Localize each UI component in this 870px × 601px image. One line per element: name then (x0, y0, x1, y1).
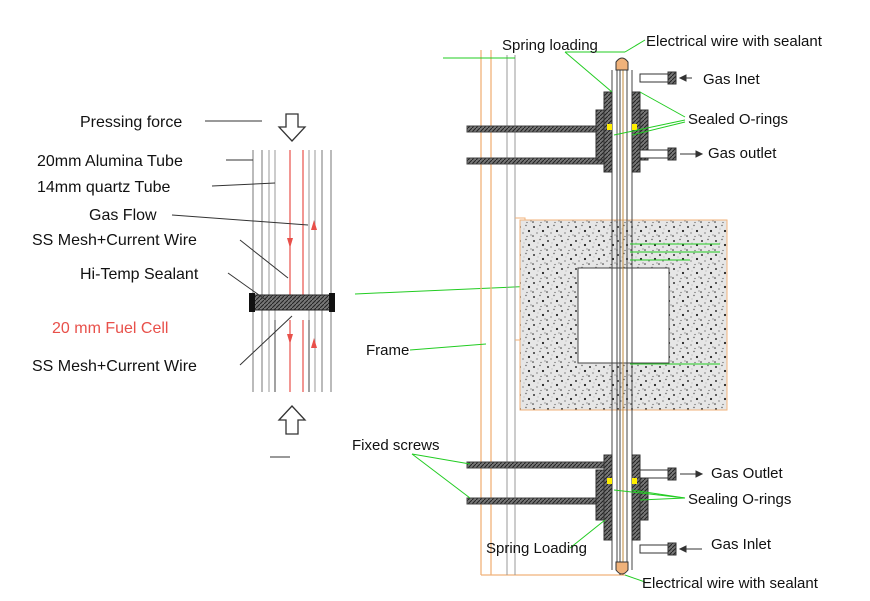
gas-outlet-top-label: Gas outlet (708, 145, 777, 162)
gas-outlet-arrow-icon (695, 470, 704, 478)
wire-seal-top (615, 57, 629, 71)
fixed-screws-label: Fixed screws (352, 437, 440, 454)
gas-port-arrows (678, 74, 704, 553)
gas-outlet-bottom-label: Gas Outlet (711, 465, 784, 482)
fuel-cell-label: 20 mm Fuel Cell (52, 320, 168, 337)
hi-temp-sealant-label: Hi-Temp Sealant (80, 266, 199, 283)
spring-loading-top-label: Spring loading (502, 37, 598, 54)
sealing-o-rings-label: Sealing O-rings (688, 491, 791, 508)
quartz-tube (268, 150, 316, 392)
gas-flow-arrow-icon (311, 220, 317, 230)
sealed-o-rings-label: Sealed O-rings (688, 111, 788, 128)
alumina-tube (252, 150, 332, 392)
electrical-wire-top-label: Electrical wire with sealant (646, 33, 823, 50)
ss-mesh-top-label: SS Mesh+Current Wire (32, 232, 197, 249)
gas-inlet-top-port (639, 71, 677, 161)
electrical-wire-bottom-label: Electrical wire with sealant (642, 575, 819, 592)
alumina-tube-label: 20mm Alumina Tube (37, 153, 183, 170)
left-tube-assembly (249, 113, 335, 435)
gas-flow-arrow-icon (311, 338, 317, 348)
gas-flow-arrow-icon (287, 334, 293, 344)
gas-inlet-top-label: Gas Inet (703, 71, 761, 88)
gas-flow-label: Gas Flow (89, 207, 157, 224)
pressing-force-label: Pressing force (80, 114, 182, 131)
gas-inlet-arrow-icon (678, 545, 687, 553)
spring-loading-bottom-label: Spring Loading (486, 540, 587, 557)
gas-ports-bottom (639, 467, 677, 556)
bottom-fitting (595, 454, 649, 541)
quartz-tube-label: 14mm quartz Tube (37, 179, 171, 196)
frame-label: Frame (366, 342, 409, 359)
fuel-cell-clamp-right (329, 293, 335, 312)
left-leader-lines (171, 120, 309, 458)
pressing-force-arrow-icon (277, 113, 307, 142)
pressing-force-up-arrow-icon (277, 405, 307, 435)
top-fitting (595, 91, 649, 173)
current-wires (289, 150, 304, 392)
gas-outlet-arrow-icon (695, 150, 704, 158)
support-frame (480, 50, 625, 576)
fixed-screws-bottom (466, 461, 608, 505)
wire-seal-bottom (615, 561, 629, 575)
fuel-cell-clamp-left (249, 293, 255, 312)
frame-inner-lines (443, 55, 516, 575)
gas-inlet-bottom-label: Gas Inlet (711, 536, 772, 553)
gas-flow-arrow-icon (287, 238, 293, 248)
fuel-cell-sealant (253, 294, 331, 311)
fixed-screws-top (466, 125, 608, 165)
gas-inlet-arrow-icon (678, 74, 687, 82)
right-leader-lines (409, 39, 720, 583)
ss-mesh-bottom-label: SS Mesh+Current Wire (32, 358, 197, 375)
o-rings (607, 124, 637, 484)
